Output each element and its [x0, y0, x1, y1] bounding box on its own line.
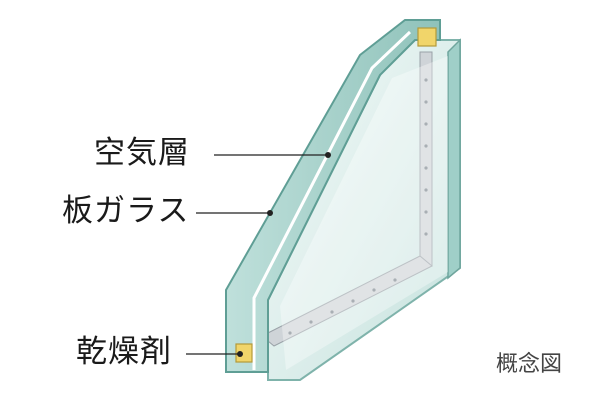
rear-pane-edge — [447, 38, 461, 280]
front-glass-pane — [225, 19, 441, 373]
leader-desiccant-dot — [237, 351, 243, 357]
desiccant-bottom — [235, 343, 253, 363]
leader-glass-pane-dot — [267, 210, 273, 216]
desiccant-top — [417, 27, 437, 47]
label-air-layer: 空気層 — [94, 135, 190, 171]
leader-air-layer-dot — [325, 152, 331, 158]
caption-conceptual-diagram: 概念図 — [496, 352, 563, 377]
spacer-bar-bottom — [261, 255, 433, 347]
glass-face-highlight — [280, 56, 448, 370]
label-glass-pane: 板ガラス — [62, 193, 190, 229]
air-gap-line — [252, 30, 412, 370]
spacer-perforations — [288, 78, 428, 335]
label-desiccant: 乾燥剤 — [76, 334, 172, 370]
